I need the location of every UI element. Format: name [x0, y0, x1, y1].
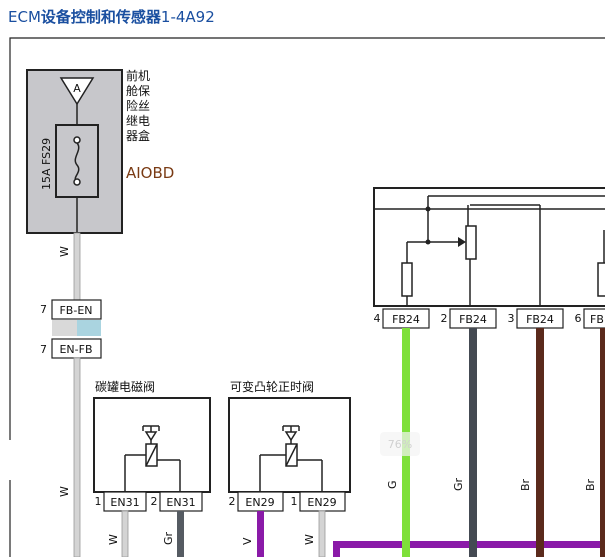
- pin-number: 3: [508, 312, 515, 325]
- fuse-contact-bottom: [73, 178, 81, 186]
- wire-label: Br: [519, 478, 532, 491]
- connector-code: FB24: [392, 313, 420, 326]
- wire-label: W: [303, 534, 316, 545]
- pin-number: 4: [374, 312, 381, 325]
- connector-code: FB: [590, 313, 604, 326]
- connector-code: EN31: [110, 496, 139, 509]
- connector-pin-number: 7: [40, 343, 47, 356]
- pin-number: 2: [229, 495, 236, 508]
- title-suffix: 1-4A92: [160, 8, 215, 26]
- fuse-box-name-line: 险丝: [126, 98, 150, 113]
- page-title: ECM设备控制和传感器1-4A92: [8, 6, 215, 27]
- fuse-icon: [74, 142, 80, 182]
- fuse-terminal-triangle: [59, 77, 95, 106]
- vvt-valve-title: 可变凸轮正时阀: [230, 379, 314, 394]
- pin-number: 1: [95, 495, 102, 508]
- wire-white-lower: [73, 357, 81, 557]
- wire-gray: [469, 328, 477, 557]
- pin-number: 2: [441, 312, 448, 325]
- wire-white-en29: [318, 510, 326, 557]
- connector-code: EN29: [307, 496, 336, 509]
- title-name: 设备控制和传感器: [40, 8, 161, 26]
- potentiometer-arrow-icon: [458, 237, 466, 247]
- wire-label: Gr: [162, 531, 175, 545]
- solenoid-valve-icon: [124, 425, 181, 492]
- wire-violet-en29: [257, 511, 264, 557]
- connector-shade-right: [77, 320, 101, 336]
- wire-white-upper: [73, 232, 81, 302]
- wire-white-en31: [121, 510, 129, 557]
- connector-code: EN-FB: [59, 343, 92, 356]
- title-code: ECM: [8, 8, 41, 26]
- solenoid-valve-icon: [259, 425, 323, 492]
- pin-number: 6: [575, 312, 582, 325]
- pin-number: 1: [291, 495, 298, 508]
- pin-number: 2: [151, 495, 158, 508]
- wire-label: V: [241, 537, 254, 545]
- fuse-box-name-line: 继电: [126, 114, 150, 128]
- fuse-box-name-line: 器盒: [126, 128, 150, 143]
- fuse-box-name-line: 前机: [126, 68, 150, 83]
- connector-shade-left: [52, 320, 77, 336]
- connector-code: FB24: [526, 313, 554, 326]
- fuse-terminal-label: A: [73, 82, 81, 95]
- canister-valve-title: 碳罐电磁阀: [95, 379, 155, 394]
- connector-code: FB-EN: [59, 304, 92, 317]
- wire-gray-en31: [177, 511, 184, 557]
- zoom-watermark: 76%: [388, 438, 412, 451]
- junction-dot: [425, 206, 431, 212]
- connector-code: EN31: [166, 496, 195, 509]
- fuse-contact-top: [73, 136, 81, 144]
- connector-fb-en: [51, 299, 102, 320]
- fuse-box-name: 前机 舱保 险丝 继电 器盒: [126, 68, 150, 143]
- connector-fb-pin6: [583, 308, 605, 329]
- wire-label: G: [386, 480, 399, 489]
- connector-pin-number: 7: [40, 303, 47, 316]
- wire-label: W: [107, 534, 120, 545]
- wire-label: Br: [584, 478, 597, 491]
- wire-label: Gr: [452, 477, 465, 491]
- wire-label-w-upper: W: [58, 246, 71, 257]
- connector-code: FB24: [459, 313, 487, 326]
- diagram-frame: [9, 37, 605, 440]
- junction-dot: [425, 239, 431, 245]
- connector-code: EN29: [245, 496, 274, 509]
- zoom-watermark-badge: [380, 432, 420, 456]
- fuse-holder: [55, 124, 99, 198]
- wire-violet-drop: [333, 541, 340, 557]
- wire-brown-2: [600, 328, 605, 557]
- fuse-box-name-line: 舱保: [126, 84, 150, 98]
- aiobd-tag: AIOBD: [126, 164, 174, 182]
- fuse-rating-label: 15A FS29: [40, 138, 53, 190]
- wire-label-w-lower: W: [58, 486, 71, 497]
- sensor-internal-circuit: [374, 195, 605, 306]
- wire-brown: [536, 328, 544, 557]
